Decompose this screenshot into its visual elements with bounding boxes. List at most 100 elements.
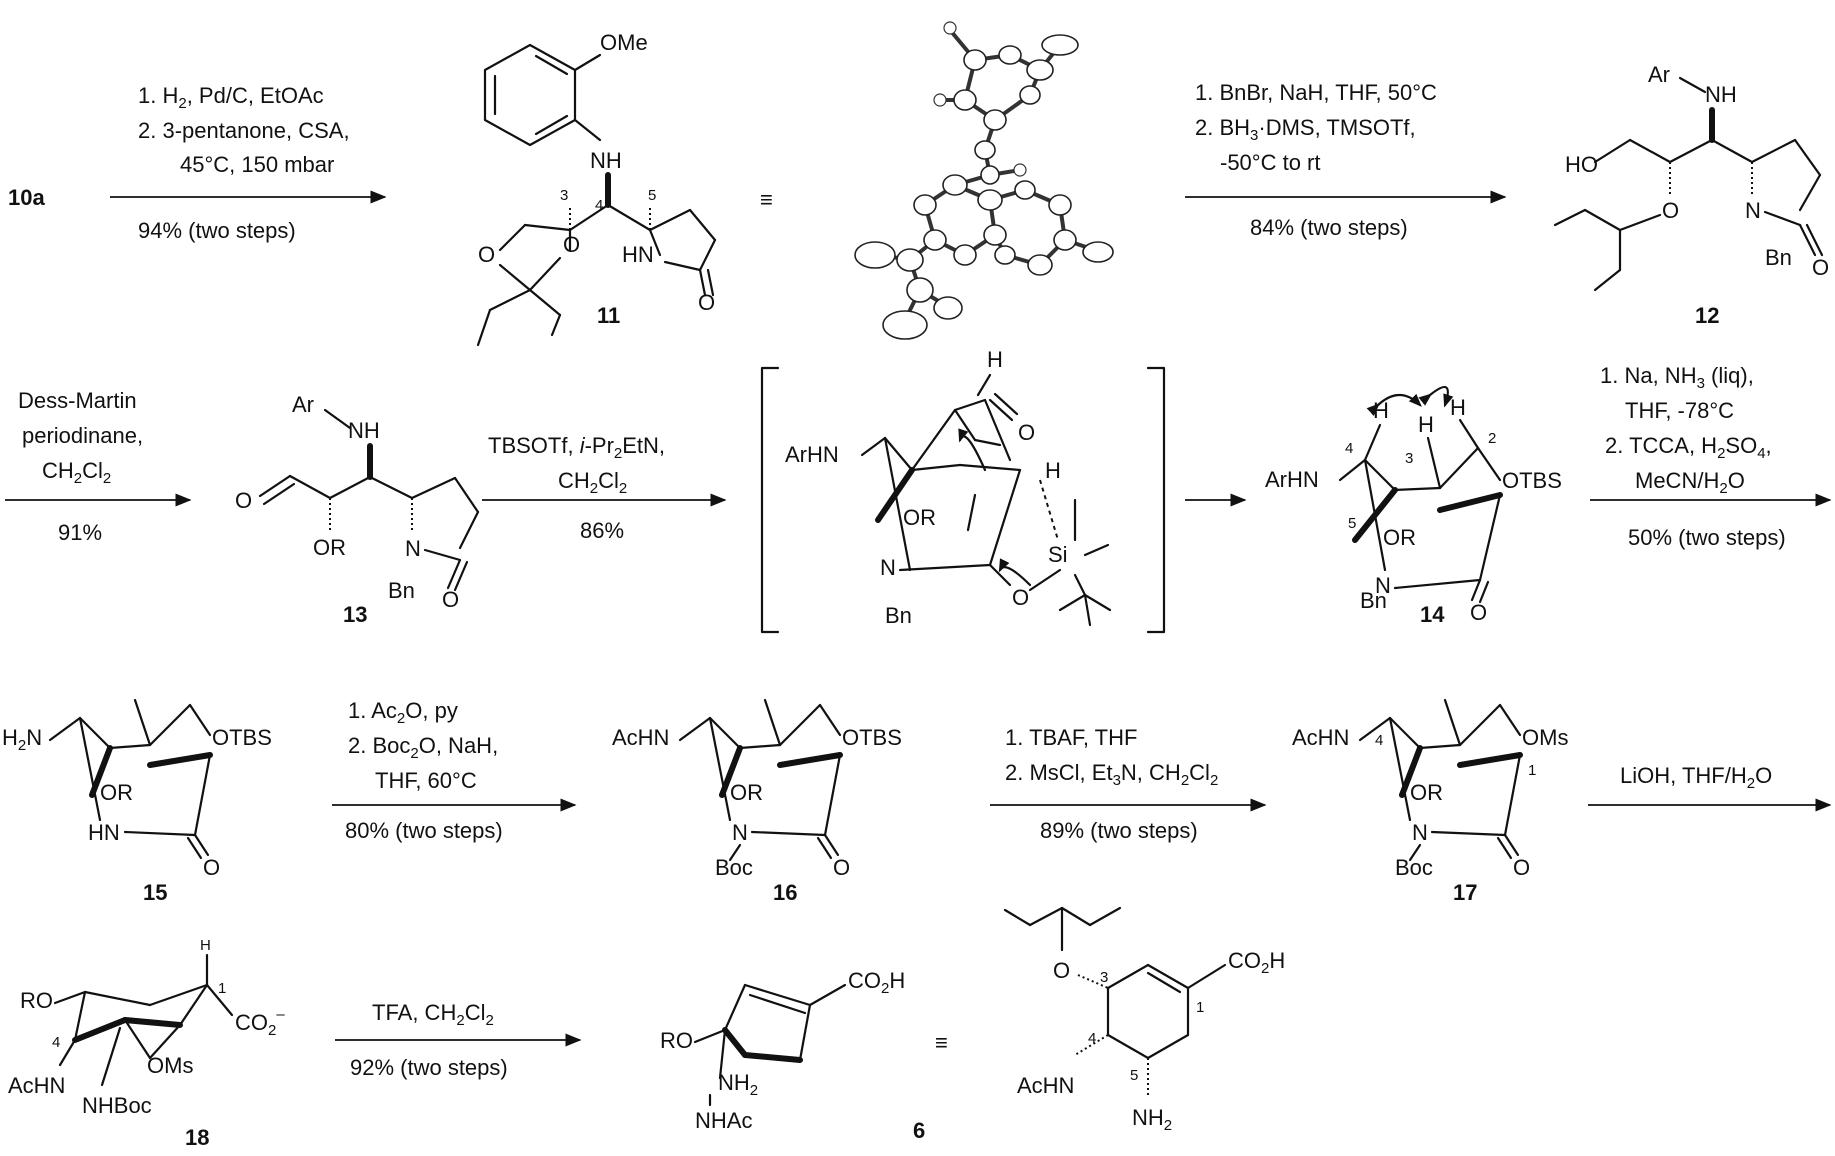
svg-text:1. Ac2O, py: 1. Ac2O, py [348,698,458,727]
structure-6-perspective: RO CO2H NH2 NHAc [660,968,905,1133]
svg-text:O: O [1513,855,1530,880]
svg-text:OR: OR [100,780,133,805]
svg-text:OR: OR [903,505,936,530]
svg-text:AcHN: AcHN [8,1073,65,1098]
svg-text:2. 3-pentanone, CSA,: 2. 3-pentanone, CSA, [138,118,350,143]
svg-text:Boc: Boc [715,855,753,880]
compound-label-12: 12 [1695,303,1719,328]
svg-text:O: O [203,855,220,880]
svg-text:4: 4 [1345,440,1353,457]
svg-text:OR: OR [313,535,346,560]
step8-conditions: LiOH, THF/H2O [1620,763,1772,792]
compound-label-14: 14 [1420,602,1445,627]
svg-text:N: N [1412,820,1428,845]
compound-label-10a: 10a [8,185,45,210]
structure-16: AcHN OTBS OR N O Boc [612,698,902,880]
structure-15: H2N OTBS OR HN O [2,698,272,880]
svg-text:4: 4 [1375,732,1383,749]
svg-text:3: 3 [560,187,568,204]
svg-text:OR: OR [1410,780,1443,805]
svg-text:1. Na, NH3 (liq),: 1. Na, NH3 (liq), [1600,363,1754,392]
svg-text:CH2Cl2: CH2Cl2 [558,468,627,497]
svg-text:H2N: H2N [2,725,42,754]
svg-text:Bn: Bn [388,578,415,603]
svg-text:O: O [1053,958,1070,983]
step7-conditions: 1. TBAF, THF 2. MsCl, Et3N, CH2Cl2 89% (… [1005,725,1218,843]
svg-text:O: O [235,488,252,513]
svg-text:NHBoc: NHBoc [82,1093,152,1118]
structure-18: H 1 RO CO2– OMs 4 AcHN NHBoc [8,937,285,1118]
svg-text:-50°C to rt: -50°C to rt [1220,150,1321,175]
structure-17: AcHN OMs OR N O Boc 4 1 [1292,698,1568,880]
svg-text:RO: RO [20,988,53,1013]
svg-text:Dess-Martin: Dess-Martin [18,388,137,413]
svg-text:N: N [1375,573,1391,598]
svg-text:ArHN: ArHN [1265,467,1319,492]
svg-text:1: 1 [218,980,226,997]
svg-text:5: 5 [1348,515,1356,532]
svg-text:1. BnBr, NaH, THF, 50°C: 1. BnBr, NaH, THF, 50°C [1195,80,1437,105]
step9-conditions: TFA, CH2Cl2 92% (two steps) [350,1000,508,1080]
svg-text:OMe: OMe [600,30,648,55]
structure-14: ArHN H H H OTBS OR N O Bn 4 3 2 5 [1265,385,1562,625]
structure-6: O 3 CO2H 1 4 AcHN 5 NH2 [1003,906,1285,1134]
svg-text:5: 5 [648,187,656,204]
svg-text:94% (two steps): 94% (two steps) [138,218,296,243]
transition-state: ArHN H O OR N Bn O Si H [760,347,1166,634]
svg-text:50% (two steps): 50% (two steps) [1628,525,1786,550]
svg-text:NH2: NH2 [1132,1105,1172,1134]
crystal-structure-ortep [854,21,1114,340]
svg-text:THF, -78°C: THF, -78°C [1625,398,1734,423]
svg-text:Bn: Bn [1360,588,1387,613]
svg-text:H: H [987,347,1003,372]
structure-12: Ar NH HO O N O Bn [1553,62,1829,292]
svg-text:4: 4 [52,1034,60,1051]
svg-text:THF, 60°C: THF, 60°C [375,768,477,793]
svg-text:N: N [732,820,748,845]
svg-text:N: N [880,555,896,580]
svg-text:H: H [200,937,211,954]
svg-text:2. TCCA, H2SO4,: 2. TCCA, H2SO4, [1605,433,1772,462]
step5-conditions: 1. Na, NH3 (liq), THF, -78°C 2. TCCA, H2… [1600,363,1786,550]
svg-text:ArHN: ArHN [785,442,839,467]
svg-text:OTBS: OTBS [1502,468,1562,493]
svg-text:O: O [698,290,715,315]
svg-text:OR: OR [730,780,763,805]
svg-text:5: 5 [1130,1067,1138,1084]
svg-text:O: O [1662,198,1679,223]
svg-text:O: O [1018,420,1035,445]
svg-text:H: H [1418,412,1434,437]
svg-text:1. TBAF, THF: 1. TBAF, THF [1005,725,1137,750]
svg-text:Boc: Boc [1395,855,1433,880]
step6-conditions: 1. Ac2O, py 2. Boc2O, NaH, THF, 60°C 80%… [345,698,503,843]
equivalence-symbol: ≡ [760,187,773,212]
svg-text:80% (two steps): 80% (two steps) [345,818,503,843]
svg-text:NH: NH [1705,82,1737,107]
svg-text:84% (two steps): 84% (two steps) [1250,215,1408,240]
compound-label-13: 13 [343,602,367,627]
svg-text:NH: NH [590,148,622,173]
equivalence-symbol-2: ≡ [935,1030,948,1055]
svg-text:H: H [1045,458,1061,483]
svg-text:2. BH3·DMS, TMSOTf,: 2. BH3·DMS, TMSOTf, [1195,115,1416,144]
svg-text:RO: RO [660,1028,693,1053]
step4-conditions: TBSOTf, i-Pr2EtN, CH2Cl2 86% [488,433,665,543]
svg-text:CH2Cl2: CH2Cl2 [42,458,111,487]
svg-text:O: O [442,587,459,612]
svg-text:NH2: NH2 [718,1070,758,1099]
svg-text:45°C, 150 mbar: 45°C, 150 mbar [180,152,334,177]
svg-text:AcHN: AcHN [1292,725,1349,750]
svg-text:89% (two steps): 89% (two steps) [1040,818,1198,843]
svg-text:4: 4 [595,197,603,214]
svg-text:O: O [478,242,495,267]
svg-text:OMs: OMs [1522,725,1568,750]
structure-13: Ar NH O OR N O Bn [235,392,480,612]
svg-text:HO: HO [1565,152,1598,177]
svg-text:O: O [833,855,850,880]
svg-text:Bn: Bn [1765,245,1792,270]
compound-label-17: 17 [1453,880,1477,905]
svg-text:H: H [1450,395,1466,420]
compound-label-11: 11 [597,303,620,328]
step2-conditions: 1. BnBr, NaH, THF, 50°C 2. BH3·DMS, TMSO… [1195,80,1437,240]
svg-text:92% (two steps): 92% (two steps) [350,1055,508,1080]
